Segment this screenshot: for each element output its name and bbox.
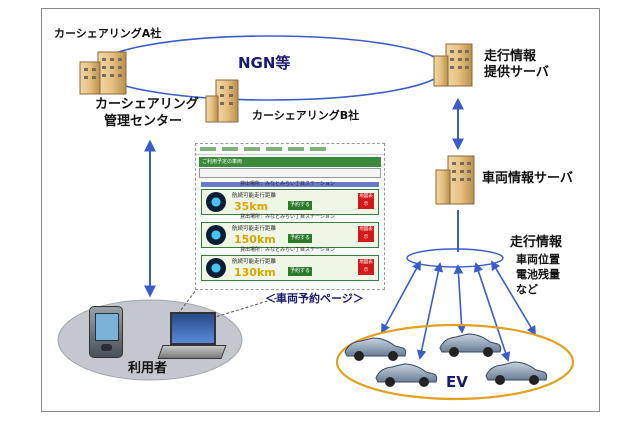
building-carshare-a-icon [79,51,127,95]
label-reservation-page: ＜車両予約ページ＞ [265,292,364,305]
label-user: 利用者 [128,361,168,376]
card-distance: 35km [234,200,269,213]
page-search-row [199,168,381,178]
label-travel-info-server-2: 提供サーバ [484,65,549,80]
label-carshare-mgmt-2: 管理センター [104,114,183,129]
label-travel-info-server-1: 走行情報 [484,49,537,64]
card-range-label: 航続可能走行距離 [232,193,277,199]
page-tab-strip [196,144,384,155]
diagram-frame [41,8,600,412]
label-ngn: NGN等 [238,54,291,72]
card-range-label: 航続可能走行距離 [232,259,277,265]
building-vehicle-server-icon [435,155,475,205]
laptop-keyboard-icon [157,345,227,359]
card-distance: 130km [234,266,276,279]
label-ev: EV [446,373,468,391]
label-travel-info: 走行情報 [510,235,563,250]
arrow-hub-ev-1 [381,260,421,334]
ev-car-icon-1 [344,337,407,361]
map-button[interactable]: 地図表示 [358,193,374,209]
arrow-hub-ev-5 [491,260,536,336]
label-carshare-b: カーシェアリングB社 [252,109,360,122]
label-vehicle-info-server: 車両情報サーバ [482,171,573,186]
vehicle-card-3: 航続可能走行距離 130km 予約する 地図表示 [201,255,379,281]
wireless-hub-ellipse [406,248,504,268]
battery-gauge-icon [206,258,226,278]
reserve-button[interactable]: 予約する [288,201,312,210]
building-travel-server-icon [433,43,473,87]
label-carshare-mgmt-1: カーシェアリング [95,97,199,112]
vehicle-card-1: 航続可能走行距離 35km 予約する 地図表示 [201,189,379,215]
battery-gauge-icon [206,192,226,212]
label-info-item-3: など [516,283,538,296]
ev-car-icon-3 [375,363,438,387]
map-button[interactable]: 地図表示 [358,259,374,275]
pda-device-icon [89,306,123,358]
building-carshare-b-icon [205,79,239,123]
reserve-button[interactable]: 予約する [288,267,312,276]
laptop-screen-icon [170,312,216,345]
card-station-1: 貸出場所：みなとみらい丁目ステーション [240,181,335,187]
reservation-page-mockup: ご利用予定の車両 航続可能走行距離 35km 予約する 地図表示 航続可能走行距… [195,143,385,290]
arrow-hub-ev-3 [453,264,467,334]
page-header: ご利用予定の車両 [199,157,381,167]
reserve-button[interactable]: 予約する [288,234,312,243]
ev-area-oval [335,323,575,401]
arrow-hub-ev-2 [416,262,444,360]
vehicle-card-2: 航続可能走行距離 150km 予約する 地図表示 [201,222,379,248]
label-info-item-2: 電池残量 [516,268,560,281]
ev-car-icon-2 [439,333,502,357]
label-carshare-a: カーシェアリングA社 [54,27,162,40]
card-station-2: 貸出場所：みなとみらい丁目ステーション [240,214,335,220]
label-info-item-1: 車両位置 [516,253,560,266]
ev-car-icon-4 [485,361,548,385]
page-banner [201,182,379,187]
card-range-label: 航続可能走行距離 [232,226,277,232]
dashed-link-right [211,295,285,319]
card-station-3: 貸出場所：みなとみらい丁目ステーション [240,247,335,253]
battery-gauge-icon [206,225,226,245]
card-distance: 150km [234,233,276,246]
map-button[interactable]: 地図表示 [358,226,374,242]
